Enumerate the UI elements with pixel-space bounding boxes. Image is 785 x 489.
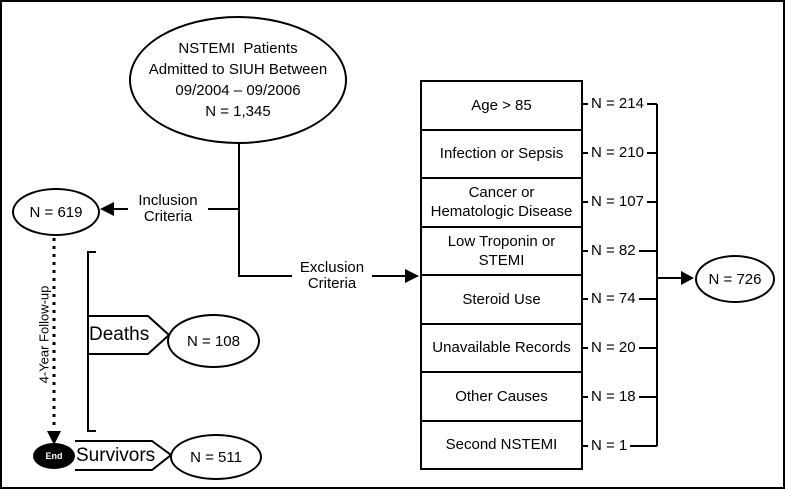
exclusion-reason-row: Steroid Use bbox=[422, 276, 581, 325]
top-node-ellipse: NSTEMI Patients Admitted to SIUH Between… bbox=[129, 16, 347, 144]
exclusion-reason-row: Age > 85 bbox=[422, 82, 581, 131]
exclusion-reason-row: Low Troponin or STEMI bbox=[422, 228, 581, 276]
survivors-ellipse: N = 511 bbox=[170, 434, 262, 480]
inclusion-criteria-label: Inclusion Criteria bbox=[128, 193, 208, 225]
total-arrowhead bbox=[681, 271, 694, 285]
inclusion-arrowhead bbox=[100, 202, 114, 216]
inclusion-n-text: N = 619 bbox=[29, 203, 83, 221]
deaths-label: Deaths bbox=[89, 324, 150, 345]
reason-count: N = 1 bbox=[588, 437, 631, 455]
exclusion-reason-row: Cancer or Hematologic Disease bbox=[422, 179, 581, 228]
followup-bracket bbox=[87, 251, 96, 432]
exclusion-reason-row: Other Causes bbox=[422, 373, 581, 422]
end-node: End bbox=[33, 443, 75, 469]
top-node-text: NSTEMI Patients Admitted to SIUH Between… bbox=[148, 40, 328, 120]
exclusion-arrowhead bbox=[405, 269, 419, 283]
exclusion-reason-row: Second NSTEMI bbox=[445, 436, 558, 454]
exclusion-reasons-table: Age > 85 Infection or Sepsis Cancer or H… bbox=[420, 80, 583, 470]
survivors-label: Survivors bbox=[76, 445, 156, 466]
followup-period-label: 4-Year Follow-up bbox=[36, 285, 52, 384]
end-arrowhead bbox=[47, 431, 61, 445]
reason-count: N = 18 bbox=[588, 388, 639, 406]
reason-count: N = 107 bbox=[588, 193, 647, 211]
exclusion-total-ellipse: N = 726 bbox=[695, 255, 775, 303]
exclusion-reason-row: Unavailable Records bbox=[422, 325, 581, 373]
reason-count: N = 214 bbox=[588, 95, 647, 113]
inclusion-result-ellipse: N = 619 bbox=[12, 188, 100, 236]
reason-count: N = 82 bbox=[588, 242, 639, 260]
exclusion-reason-row: Infection or Sepsis bbox=[422, 131, 581, 179]
deaths-ellipse: N = 108 bbox=[167, 314, 260, 368]
reason-count: N = 74 bbox=[588, 290, 639, 308]
reason-count: N = 20 bbox=[588, 339, 639, 357]
deaths-n-text: N = 108 bbox=[187, 332, 240, 350]
exclusion-total-text: N = 726 bbox=[708, 270, 762, 288]
end-node-text: End bbox=[45, 451, 63, 461]
survivors-n-text: N = 511 bbox=[190, 448, 242, 466]
exclusion-criteria-label: Exclusion Criteria bbox=[292, 260, 372, 292]
reason-count: N = 210 bbox=[588, 144, 647, 162]
